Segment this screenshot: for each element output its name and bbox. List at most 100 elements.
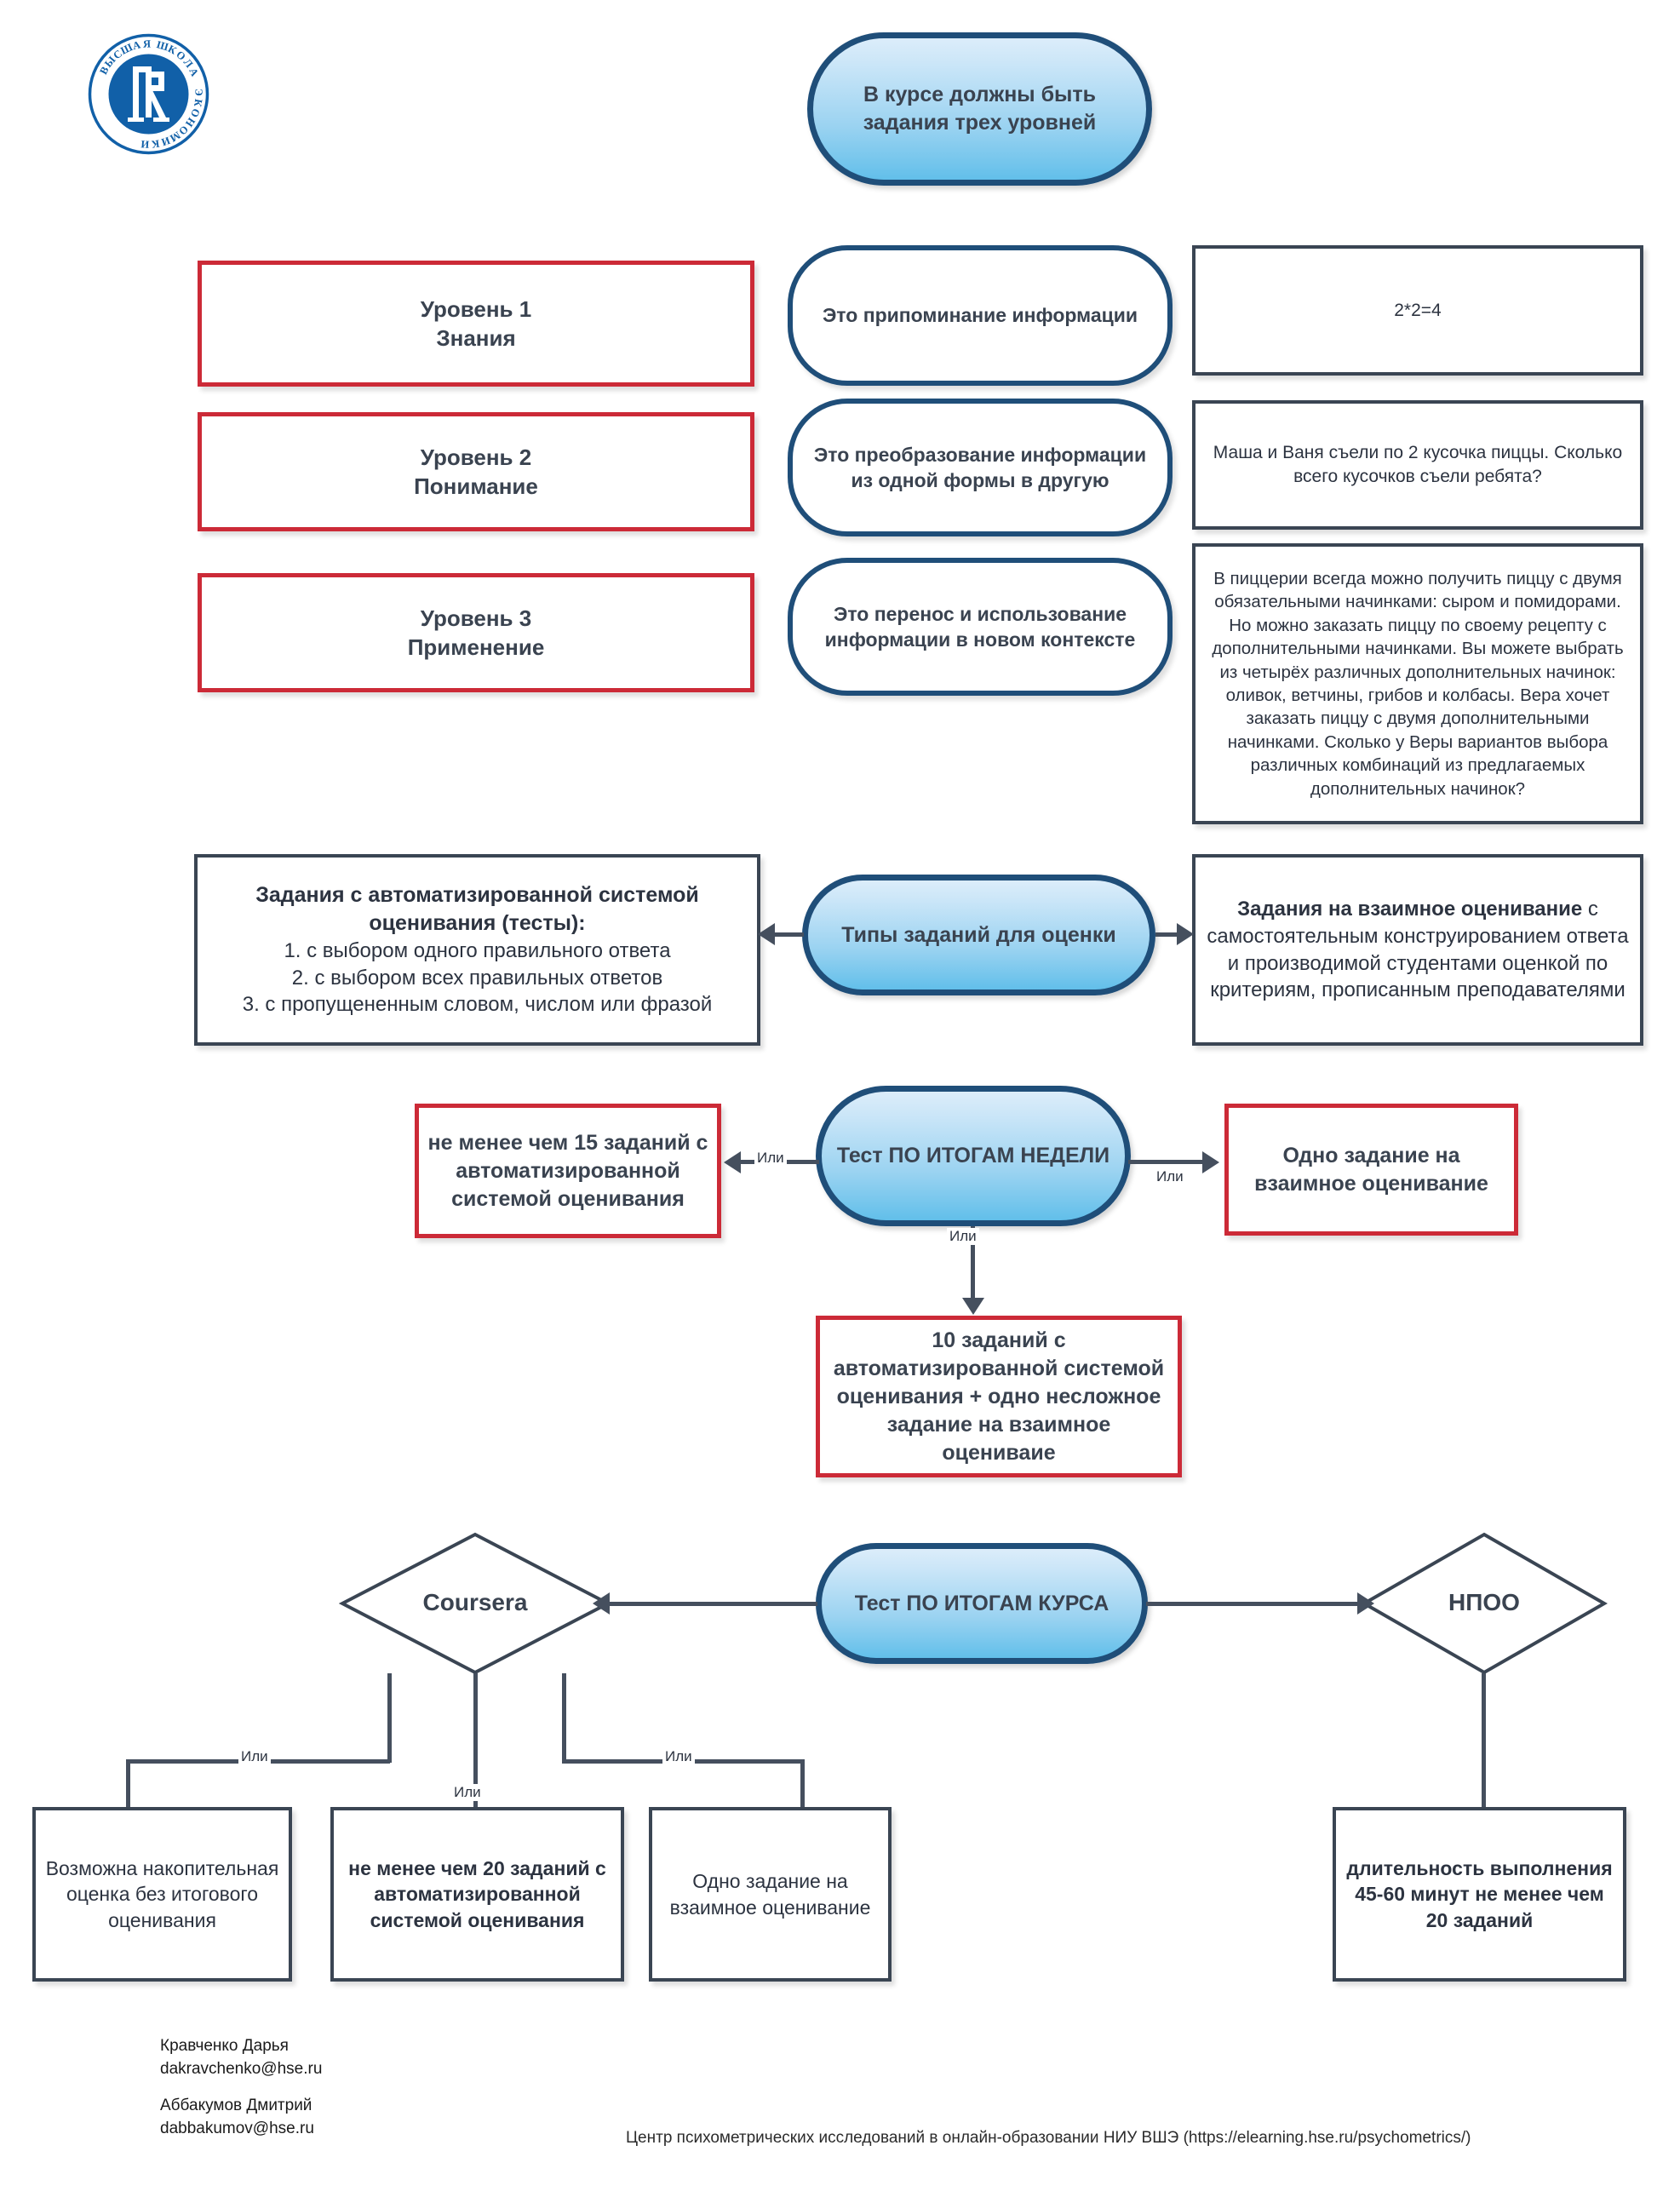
auto-graded-heading: Задания с автоматизированной системой оц… bbox=[255, 882, 699, 935]
level-1-box[interactable]: Уровень 1 Знания bbox=[198, 261, 754, 387]
author-1: Кравченко Дарья dakravchenko@hse.ru bbox=[160, 2035, 322, 2080]
arrow-weekly-bottom bbox=[962, 1298, 984, 1315]
auto-graded-item-1: 1. с выбором одного правильного ответа bbox=[284, 938, 671, 962]
level-1-text: Уровень 1 Знания bbox=[202, 295, 750, 353]
top-node-course-levels[interactable]: В курсе должны быть задания трех уровней bbox=[807, 32, 1152, 186]
svg-text:Я: Я bbox=[143, 37, 152, 49]
task-types-center-label: Типы заданий для оценки bbox=[841, 922, 1116, 947]
peer-assessment-rest: с самостоятельным конструированием ответ… bbox=[1207, 898, 1629, 1002]
npoo-diamond-label: НПОО bbox=[1448, 1589, 1520, 1615]
level-1-label: Уровень 1 bbox=[420, 295, 532, 322]
level-3-description: Это перенос и использование информации в… bbox=[824, 602, 1136, 651]
top-node-label: В курсе должны быть задания трех уровней bbox=[863, 83, 1097, 135]
level-1-name: Знания bbox=[436, 325, 516, 351]
level-1-example: 2*2=4 bbox=[1394, 300, 1442, 320]
or-label-coursera-1: Или bbox=[238, 1748, 271, 1765]
weekly-test-center-node[interactable]: Тест ПО ИТОГАМ НЕДЕЛИ bbox=[816, 1086, 1131, 1226]
or-label-coursera-3: Или bbox=[662, 1748, 695, 1765]
peer-assessment-text: Задания на взаимное оценивание с самосто… bbox=[1195, 896, 1640, 1004]
auto-graded-item-3: 3. с пропущененным словом, числом или фр… bbox=[242, 993, 713, 1017]
svg-text:А: А bbox=[186, 66, 201, 78]
level-1-example-box: 2*2=4 bbox=[1192, 245, 1643, 376]
coursera-diamond-label: Coursera bbox=[422, 1589, 528, 1615]
course-test-center-label: Тест ПО ИТОГАМ КУРСА bbox=[854, 1591, 1109, 1615]
level-2-label: Уровень 2 bbox=[420, 444, 532, 470]
coursera-option-3: Одно задание на взаимное оценивание bbox=[669, 1870, 871, 1919]
level-3-example-box: В пиццерии всегда можно получить пиццу с… bbox=[1192, 543, 1643, 824]
level-2-example-box: Маша и Ваня съели по 2 кусочка пиццы. Ск… bbox=[1192, 400, 1643, 530]
or-label-coursera-2: Или bbox=[451, 1784, 484, 1801]
coursera-option-1: Возможна накопительная оценка без итогов… bbox=[45, 1856, 279, 1931]
level-3-label: Уровень 3 bbox=[420, 605, 532, 631]
weekly-bottom-option: 10 заданий с автоматизированной системой… bbox=[833, 1328, 1165, 1465]
connector-weekly-right bbox=[1128, 1160, 1205, 1164]
connector-course-to-npoo bbox=[1146, 1602, 1361, 1606]
peer-assessment-tasks-box: Задания на взаимное оценивание с самосто… bbox=[1192, 854, 1643, 1046]
level-1-description-node[interactable]: Это припоминание информации bbox=[788, 245, 1173, 386]
svg-text:И: И bbox=[140, 138, 150, 151]
connector-coursera-stem-left bbox=[387, 1673, 392, 1763]
coursera-option-1-box: Возможна накопительная оценка без итогов… bbox=[32, 1807, 292, 1982]
level-2-example: Маша и Ваня съели по 2 кусочка пиццы. Ск… bbox=[1213, 443, 1623, 486]
level-2-description-node[interactable]: Это преобразование информации из одной ф… bbox=[788, 399, 1173, 536]
level-2-name: Понимание bbox=[414, 473, 538, 499]
level-3-example: В пиццерии всегда можно получить пиццу с… bbox=[1212, 568, 1624, 799]
weekly-right-option: Одно задание на взаимное оценивание bbox=[1254, 1143, 1488, 1196]
author-2-email[interactable]: dabbakumov@hse.ru bbox=[160, 2119, 314, 2137]
level-2-text: Уровень 2 Понимание bbox=[202, 443, 750, 502]
connector-weekly-bottom bbox=[971, 1226, 975, 1301]
author-2-name: Аббакумов Дмитрий bbox=[160, 2097, 312, 2114]
arrow-weekly-right bbox=[1202, 1151, 1219, 1173]
connector-course-to-coursera bbox=[609, 1602, 817, 1606]
svg-text:А: А bbox=[131, 38, 141, 52]
connector-coursera-stem-right bbox=[562, 1673, 566, 1763]
author-1-email[interactable]: dakravchenko@hse.ru bbox=[160, 2059, 323, 2078]
author-1-name: Кравченко Дарья bbox=[160, 2037, 289, 2055]
level-1-description: Это припоминание информации bbox=[822, 304, 1138, 327]
author-2: Аббакумов Дмитрий dabbakumov@hse.ru bbox=[160, 2095, 314, 2140]
weekly-test-center-label: Тест ПО ИТОГАМ НЕДЕЛИ bbox=[836, 1144, 1110, 1167]
svg-text:К: К bbox=[151, 137, 160, 150]
or-label-weekly-bottom: Или bbox=[947, 1228, 979, 1245]
level-3-description-node[interactable]: Это перенос и использование информации в… bbox=[788, 558, 1173, 696]
arrow-types-to-auto bbox=[758, 923, 775, 945]
connector-types-to-auto bbox=[773, 932, 804, 937]
weekly-bottom-option-box[interactable]: 10 заданий с автоматизированной системой… bbox=[816, 1316, 1182, 1477]
connector-types-to-peer bbox=[1155, 932, 1179, 937]
or-label-weekly-left: Или bbox=[754, 1150, 787, 1167]
task-types-center-node[interactable]: Типы заданий для оценки bbox=[802, 875, 1155, 995]
arrow-course-to-coursera bbox=[593, 1592, 610, 1615]
weekly-left-option: не менее чем 15 заданий с автоматизирова… bbox=[427, 1130, 708, 1211]
level-3-box[interactable]: Уровень 3 Применение bbox=[198, 573, 754, 692]
hse-logo: В Ы С Ш А Я Ш К О Л А Э К О Н О М И К И bbox=[87, 32, 210, 156]
coursera-option-2-box: не менее чем 20 заданий с автоматизирова… bbox=[330, 1807, 624, 1982]
npoo-diamond[interactable]: НПОО bbox=[1361, 1531, 1608, 1676]
level-3-text: Уровень 3 Применение bbox=[202, 604, 750, 663]
or-label-weekly-right: Или bbox=[1154, 1168, 1186, 1185]
auto-graded-tasks-text: Задания с автоматизированной системой оц… bbox=[198, 881, 757, 1018]
svg-text:К: К bbox=[192, 98, 204, 107]
weekly-right-option-box[interactable]: Одно задание на взаимное оценивание bbox=[1224, 1104, 1518, 1236]
auto-graded-tasks-box: Задания с автоматизированной системой оц… bbox=[194, 854, 760, 1046]
svg-text:Э: Э bbox=[192, 89, 204, 96]
connector-coursera-drop-2 bbox=[473, 1673, 478, 1856]
level-2-description: Это преобразование информации из одной ф… bbox=[813, 443, 1147, 491]
coursera-option-3-box: Одно задание на взаимное оценивание bbox=[649, 1807, 892, 1982]
npoo-option: длительность выполнения 45-60 минут не м… bbox=[1346, 1856, 1613, 1931]
course-test-center-node[interactable]: Тест ПО ИТОГАМ КУРСА bbox=[816, 1543, 1148, 1664]
svg-text:Ш: Ш bbox=[118, 41, 135, 57]
arrow-types-to-peer bbox=[1177, 923, 1194, 945]
center-footer-note[interactable]: Центр психометрических исследований в он… bbox=[626, 2129, 1471, 2147]
auto-graded-item-2: 2. с выбором всех правильных ответов bbox=[291, 966, 663, 990]
coursera-option-2: не менее чем 20 заданий с автоматизирова… bbox=[348, 1856, 606, 1931]
level-2-box[interactable]: Уровень 2 Понимание bbox=[198, 412, 754, 531]
coursera-diamond[interactable]: Coursera bbox=[339, 1531, 611, 1676]
weekly-left-option-box[interactable]: не менее чем 15 заданий с автоматизирова… bbox=[415, 1104, 721, 1238]
arrow-weekly-left bbox=[724, 1151, 741, 1173]
connector-npoo-drop bbox=[1482, 1673, 1486, 1856]
arrow-course-to-npoo bbox=[1357, 1592, 1374, 1615]
level-3-name: Применение bbox=[407, 634, 545, 660]
svg-text:Ш: Ш bbox=[155, 38, 169, 53]
peer-assessment-bold: Задания на взаимное оценивание bbox=[1237, 898, 1583, 921]
